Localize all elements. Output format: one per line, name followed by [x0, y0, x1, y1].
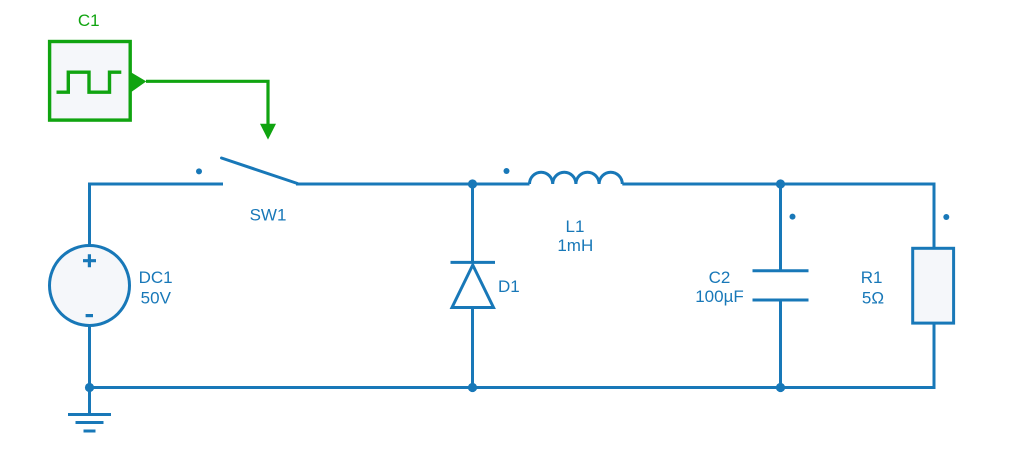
- svg-text:D1: D1: [498, 277, 520, 296]
- svg-text:C2: C2: [709, 268, 731, 287]
- svg-text:L1: L1: [566, 217, 585, 236]
- svg-text:SW1: SW1: [250, 205, 287, 224]
- svg-text:50V: 50V: [141, 288, 172, 307]
- svg-text:5Ω: 5Ω: [862, 289, 884, 308]
- svg-text:C1: C1: [78, 11, 100, 30]
- svg-text:100µF: 100µF: [695, 287, 744, 306]
- svg-text:1mH: 1mH: [557, 236, 593, 255]
- svg-text:R1: R1: [861, 268, 883, 287]
- svg-text:DC1: DC1: [139, 268, 173, 287]
